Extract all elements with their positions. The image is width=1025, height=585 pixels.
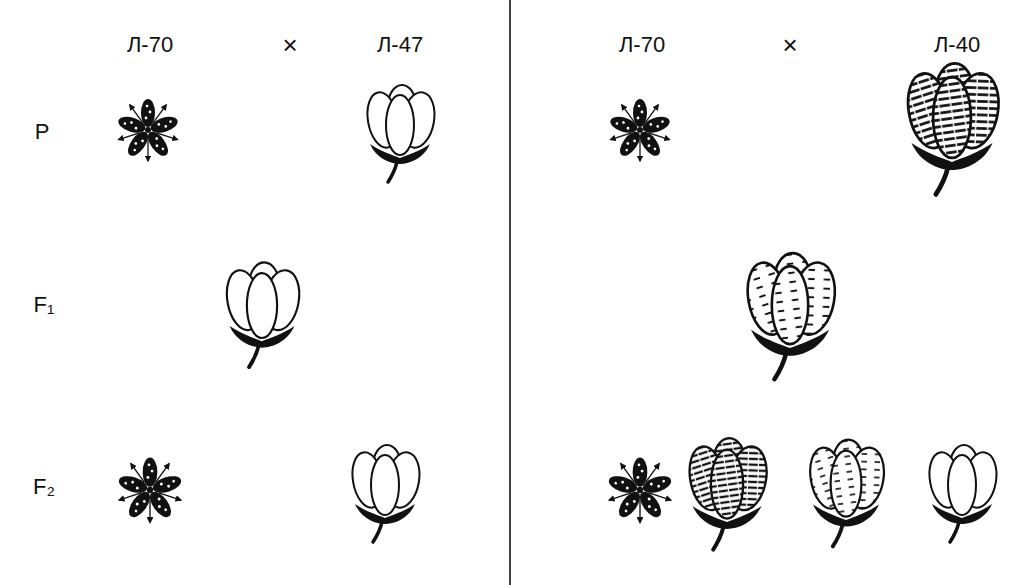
cross-sign: × (782, 31, 797, 60)
hatched-boll (903, 63, 1005, 194)
white-boll (222, 262, 303, 367)
open-boll (117, 457, 183, 522)
white-boll (348, 445, 423, 542)
white-boll (925, 445, 1000, 542)
hatched-boll (742, 253, 840, 379)
white-boll (363, 85, 438, 182)
hatched-boll (806, 440, 889, 547)
cross-sign: × (282, 31, 297, 60)
divider-line (509, 0, 511, 585)
open-boll (607, 457, 673, 522)
open-boll (608, 99, 671, 161)
generation-label: F₂ (33, 475, 55, 499)
line-label: Л-47 (377, 33, 423, 57)
line-label: Л-70 (127, 33, 173, 57)
line-label: Л-40 (934, 33, 980, 57)
hatched-boll (685, 438, 772, 550)
open-boll (116, 99, 179, 161)
generation-label: P (35, 120, 50, 144)
line-label: Л-70 (619, 33, 665, 57)
generation-label: F₁ (34, 293, 55, 317)
